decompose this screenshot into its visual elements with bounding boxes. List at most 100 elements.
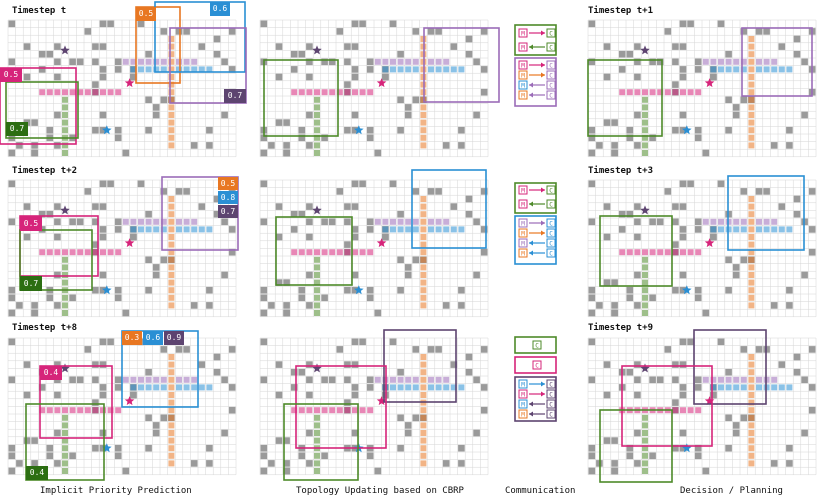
obstacle-cell — [725, 256, 732, 264]
obstacle-cell — [260, 444, 268, 452]
path-cell — [100, 407, 106, 414]
path-cell — [412, 66, 419, 73]
obstacle-cell — [389, 180, 397, 188]
obstacle-cell — [92, 361, 99, 368]
obstacle-cell — [480, 28, 488, 35]
path-cell — [168, 234, 175, 240]
obstacle-cell — [634, 218, 641, 226]
obstacle-cell — [213, 368, 221, 376]
obstacle-cell — [23, 391, 31, 399]
path-cell — [168, 142, 175, 149]
obstacle-cell — [710, 73, 717, 81]
obstacle-cell — [786, 302, 793, 309]
member-node-text: M — [521, 73, 525, 80]
obstacle-cell — [634, 73, 641, 81]
obstacle-cell — [694, 134, 702, 142]
path-cell — [695, 407, 702, 414]
path-cell — [69, 89, 76, 96]
grid-map — [7, 179, 237, 318]
obstacle-cell — [755, 28, 763, 35]
obstacle-cell — [786, 286, 793, 294]
path-cell — [54, 249, 61, 256]
obstacle-cell — [740, 256, 748, 264]
path-cell — [314, 256, 320, 263]
path-cell — [435, 58, 442, 65]
path-cell — [92, 89, 99, 96]
path-cell — [763, 218, 770, 225]
obstacle-cell — [290, 210, 298, 218]
member-node-text: M — [521, 63, 525, 70]
obstacle-cell — [725, 444, 732, 452]
obstacle-cell — [99, 203, 107, 210]
obstacle-cell — [679, 180, 687, 188]
obstacle-cell — [306, 460, 313, 467]
path-cell — [642, 437, 648, 444]
obstacle-cell — [260, 149, 268, 157]
goal-star-icon — [60, 205, 70, 215]
obstacle-cell — [275, 391, 283, 399]
path-cell — [62, 452, 68, 459]
path-cell — [145, 226, 152, 233]
path-cell — [420, 376, 427, 383]
path-cell — [397, 218, 404, 225]
path-cell — [412, 218, 419, 225]
title-timestep-t8: Timestep t+8 — [12, 323, 78, 333]
path-cell — [321, 89, 328, 96]
member-node — [518, 228, 528, 238]
obstacle-cell — [427, 28, 435, 35]
path-cell — [62, 249, 68, 256]
path-cell — [107, 89, 114, 96]
member-node-text: M — [521, 251, 525, 258]
obstacle-cell — [114, 66, 122, 73]
path-cell — [374, 58, 381, 65]
path-cell — [733, 376, 740, 383]
path-cell — [359, 249, 366, 256]
obstacle-cell — [31, 142, 38, 149]
obstacle-cell — [770, 460, 778, 467]
obstacle-cell — [397, 414, 404, 422]
obstacle-cell — [283, 437, 290, 444]
path-cell — [153, 218, 160, 225]
path-cell — [206, 226, 213, 233]
cluster-head-node-text: C — [549, 231, 553, 238]
obstacle-cell — [213, 210, 221, 218]
path-cell — [176, 384, 182, 391]
path-cell — [642, 127, 648, 134]
obstacle-cell — [732, 104, 740, 111]
obstacle-cell — [38, 210, 46, 218]
path-cell — [435, 384, 442, 391]
path-cell — [672, 249, 679, 256]
obstacle-cell — [46, 444, 54, 452]
path-cell — [191, 376, 198, 383]
badge-magenta-row2: 0.5 — [20, 216, 42, 231]
path-cell — [748, 414, 755, 421]
obstacle-cell — [473, 429, 480, 437]
obstacle-cell — [228, 66, 236, 73]
path-cell — [756, 384, 762, 391]
obstacle-cell — [679, 203, 687, 210]
path-cell — [77, 89, 84, 96]
path-cell — [168, 74, 175, 80]
path-cell — [198, 384, 205, 391]
member-node-text: M — [521, 45, 525, 52]
path-cell — [778, 66, 785, 73]
path-cell — [420, 142, 427, 149]
obstacle-cell — [46, 210, 54, 218]
path-cell — [733, 226, 740, 233]
path-cell — [168, 399, 175, 406]
path-cell — [420, 104, 427, 111]
obstacle-cell — [603, 391, 611, 399]
obstacle-cell — [183, 188, 190, 195]
path-cell — [748, 437, 755, 444]
path-cell — [321, 249, 328, 256]
obstacle-cell — [656, 218, 664, 226]
path-cell — [740, 66, 747, 73]
obstacle-cell — [283, 467, 290, 475]
obstacle-cell — [38, 50, 46, 58]
path-cell — [672, 407, 679, 414]
path-cell — [314, 96, 320, 103]
path-cell — [77, 249, 84, 256]
path-cell — [748, 430, 755, 436]
obstacle-cell — [626, 294, 634, 302]
member-node — [518, 199, 528, 209]
